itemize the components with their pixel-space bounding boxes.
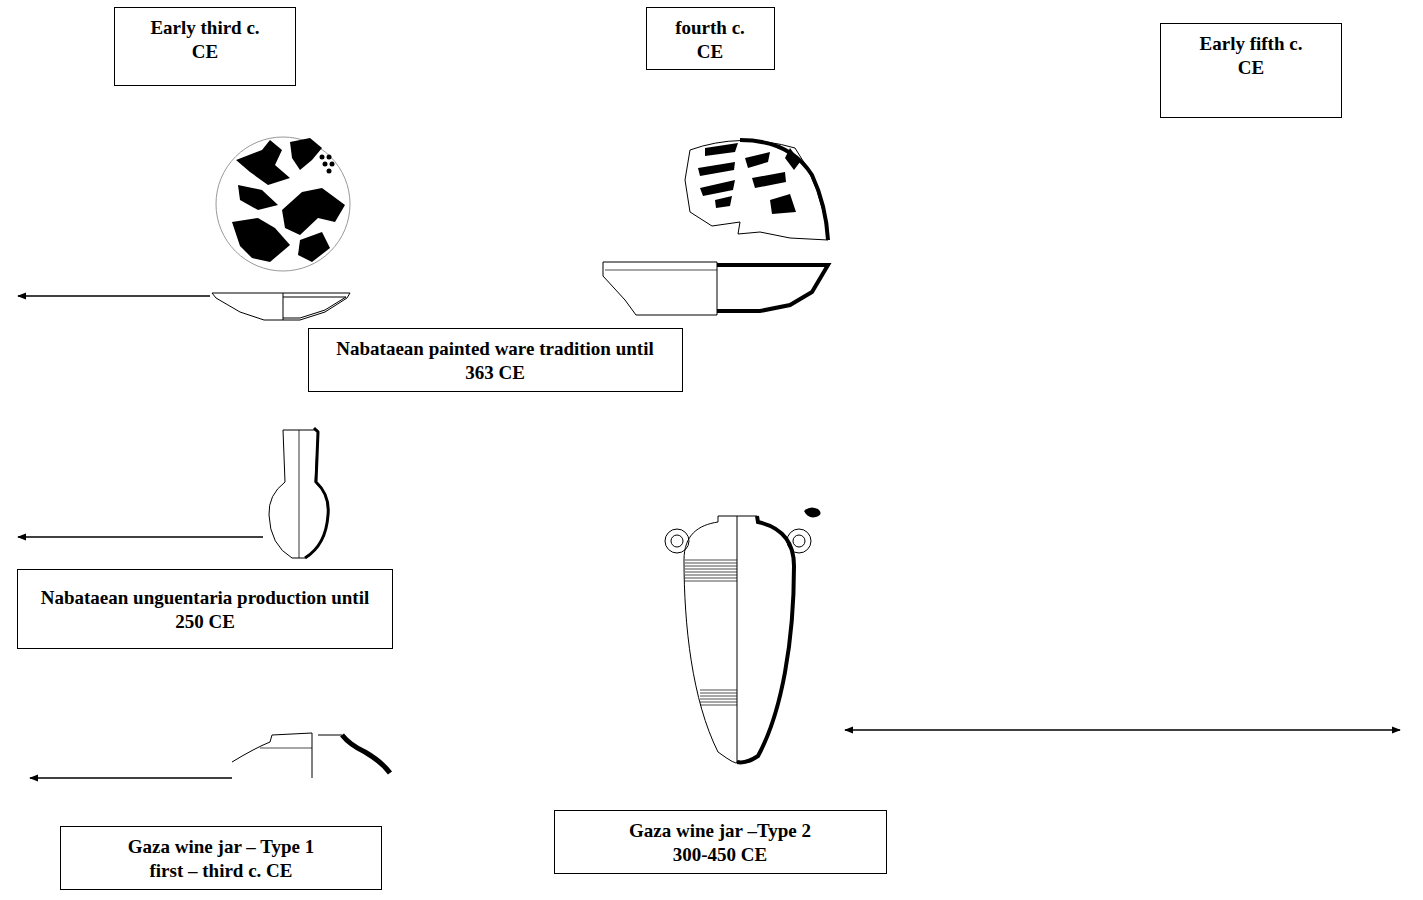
date-box: Nabataean painted ware tradition until 3… [308, 328, 683, 392]
period-arrow [18, 536, 263, 538]
jar-rib [700, 690, 737, 691]
box-label: Early third c. CE [139, 16, 271, 64]
jar-rib [700, 696, 737, 697]
date-box: Early third c. CE [114, 7, 296, 86]
box-label: fourth c. CE [662, 16, 758, 64]
jar-rib [685, 581, 737, 582]
jar-rib [685, 575, 737, 576]
period-arrow [18, 295, 210, 297]
bowl-profile [603, 262, 828, 315]
period-arrow [845, 729, 1400, 731]
painted-bowl-fragment [685, 140, 828, 240]
painted-plate [212, 137, 350, 320]
jar-rib [685, 578, 737, 579]
unguentarium [269, 428, 328, 558]
jar-rib [685, 569, 737, 570]
gaza-jar-fragment [232, 733, 390, 778]
date-box: Early fifth c. CE [1160, 23, 1342, 118]
jar-rib [685, 572, 737, 573]
jar-rib [700, 693, 737, 694]
box-label: Nabataean painted ware tradition until 3… [335, 337, 655, 385]
period-arrow [30, 777, 232, 779]
gaza-jar [665, 507, 821, 762]
jar-rib [685, 560, 737, 561]
jar-rib [700, 702, 737, 703]
jar-rib [700, 705, 737, 706]
box-label: Gaza wine jar – Type 1 first – third c. … [114, 835, 329, 883]
box-label: Nabataean unguentaria production until 2… [40, 586, 370, 634]
box-label: Early fifth c. CE [1185, 32, 1317, 80]
date-box: Gaza wine jar – Type 1 first – third c. … [60, 826, 382, 890]
jar-rib [685, 563, 737, 564]
date-box: Gaza wine jar –Type 2 300-450 CE [554, 810, 887, 874]
date-box: fourth c. CE [646, 7, 775, 70]
jar-rib [685, 566, 737, 567]
box-label: Gaza wine jar –Type 2 300-450 CE [615, 819, 825, 867]
date-box: Nabataean unguentaria production until 2… [17, 569, 393, 649]
jar-rib [700, 699, 737, 700]
